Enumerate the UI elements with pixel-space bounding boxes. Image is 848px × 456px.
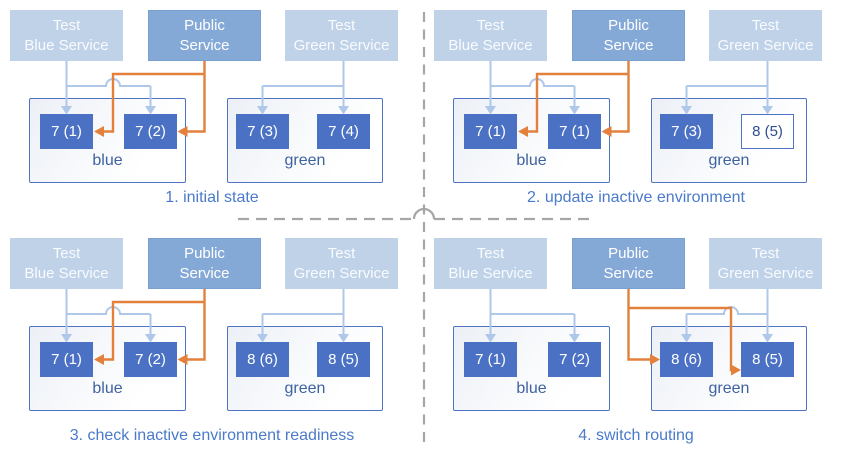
green-env-label: green [284,152,326,169]
test-green-service-label: Green Service [293,36,390,54]
public-service-label: Public [184,17,225,34]
pod-blue-2: 7 (2) [124,114,177,149]
public-service-label: Service [603,264,654,282]
pod-blue-2: 7 (2) [124,342,177,377]
green-env-label: green [708,380,750,397]
public-service-label: Public [608,245,649,262]
test-green-service-box: Test Green Service [285,238,398,289]
panel-1-initial-state: Test Blue Service Public Service Test Gr… [0,0,424,228]
pod-blue-2: 7 (1) [548,114,601,149]
pod-blue-1: 7 (1) [40,342,93,377]
test-blue-service-label: Blue Service [448,36,533,54]
test-green-service-label: Test [751,245,780,262]
public-service-box: Public Service [572,10,685,61]
pod-green-2: 7 (4) [317,114,370,149]
public-service-label: Service [603,36,654,54]
panel-title: 3. check inactive environment readiness [69,427,355,444]
pod-green-1: 7 (3) [660,114,713,149]
pod-green-2: 8 (5) [741,342,794,377]
test-blue-service-label: Test [52,245,81,262]
test-green-service-box: Test Green Service [709,10,822,61]
test-blue-service-box: Test Blue Service [10,10,123,61]
green-env-label: green [284,380,326,397]
public-service-box: Public Service [148,10,261,61]
blue-env-label: blue [516,152,547,169]
test-blue-service-label: Test [476,17,505,34]
test-green-service-label: Green Service [717,264,814,282]
test-green-service-label: Green Service [717,36,814,54]
test-blue-service-label: Test [476,245,505,262]
panel-title: 4. switch routing [578,427,694,444]
panel-2-update-inactive-environment: Test Blue Service Public Service Test Gr… [424,0,848,228]
panel-title: 2. update inactive environment [527,189,745,206]
test-blue-service-box: Test Blue Service [434,238,547,289]
pod-blue-2: 7 (2) [548,342,601,377]
public-service-label: Service [179,264,230,282]
test-green-service-label: Test [751,17,780,34]
public-service-box: Public Service [148,238,261,289]
test-blue-service-box: Test Blue Service [10,238,123,289]
pod-green-2-new-version: 8 (5) [741,114,794,149]
panel-title: 1. initial state [165,189,259,206]
pod-blue-1: 7 (1) [464,114,517,149]
test-green-service-label: Test [327,245,356,262]
blue-env-label: blue [516,380,547,397]
public-service-box: Public Service [572,238,685,289]
panel-3-check-inactive-environment-readiness: Test Blue Service Public Service Test Gr… [0,228,424,456]
test-blue-service-label: Test [52,17,81,34]
public-service-label: Public [184,245,225,262]
test-green-service-box: Test Green Service [285,10,398,61]
test-blue-service-label: Blue Service [24,36,109,54]
test-blue-service-box: Test Blue Service [434,10,547,61]
pod-blue-1: 7 (1) [464,342,517,377]
pod-blue-1: 7 (1) [40,114,93,149]
test-green-service-box: Test Green Service [709,238,822,289]
pod-green-1: 7 (3) [236,114,289,149]
pod-green-1: 8 (6) [660,342,713,377]
test-blue-service-label: Blue Service [24,264,109,282]
panel-4-switch-routing: Test Blue Service Public Service Test Gr… [424,228,848,456]
green-env-label: green [708,152,750,169]
blue-env-label: blue [92,152,123,169]
test-green-service-label: Test [327,17,356,34]
test-green-service-label: Green Service [293,264,390,282]
public-service-label: Public [608,17,649,34]
test-blue-service-label: Blue Service [448,264,533,282]
blue-env-label: blue [92,380,123,397]
public-service-label: Service [179,36,230,54]
pod-green-1: 8 (6) [236,342,289,377]
pod-green-2: 8 (5) [317,342,370,377]
